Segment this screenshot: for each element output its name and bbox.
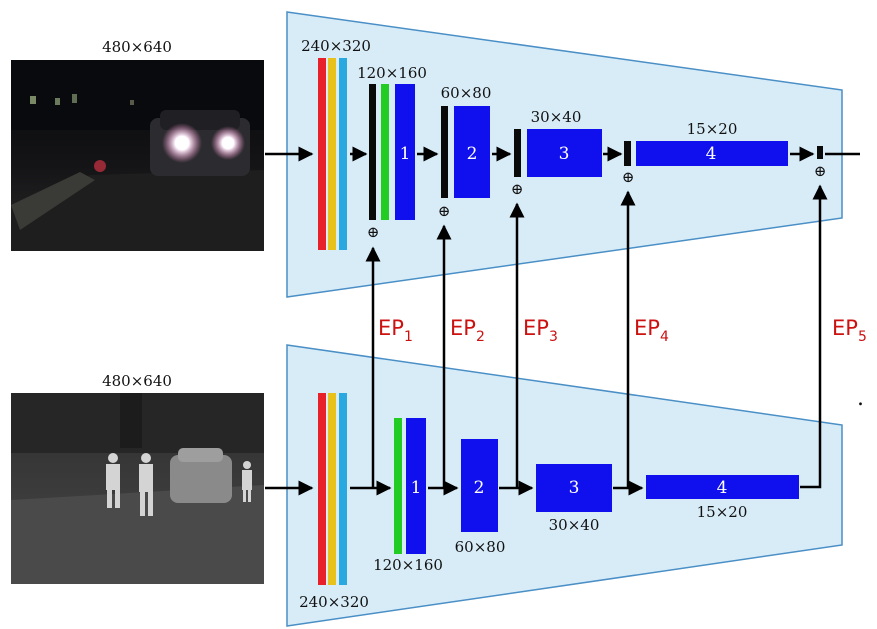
thermal-block2-size-label: 60×80: [455, 538, 506, 556]
ep5-arrow: [800, 184, 828, 489]
thermal-block3-size-label: 30×40: [549, 516, 600, 534]
rgb-fusion-bar-4: [624, 141, 631, 166]
ep2-index: 2: [476, 329, 485, 345]
ep5-letters: EP: [832, 316, 858, 340]
ep3-index: 3: [549, 329, 558, 345]
stray-dot: .: [857, 386, 864, 411]
fusion-add-symbol-2: ⊕: [438, 202, 451, 220]
rgb-block4-label: 4: [706, 144, 717, 164]
fusion-add-symbol-3: ⊕: [511, 180, 524, 198]
rgb-conv-size-label: 240×320: [301, 37, 371, 55]
thermal-block2: [461, 439, 498, 532]
rgb-fusion-bar-5: [817, 146, 823, 159]
thermal-block2-label: 2: [474, 478, 485, 498]
rgb-input-image: [11, 60, 264, 251]
ep5-index: 5: [858, 329, 867, 345]
thermal-block4: [646, 475, 799, 499]
thermal-conv-stack: [318, 393, 347, 585]
thermal-block3: [536, 464, 612, 512]
rgb-block2-label: 2: [467, 144, 478, 164]
thermal-block1: [406, 418, 426, 554]
rgb-block1-green-bar: [381, 84, 389, 220]
rgb-block1-label: 1: [400, 144, 411, 164]
ep1-index: 1: [404, 329, 413, 345]
ep-connections: [365, 184, 828, 489]
thermal-block4-size-label: 15×20: [697, 503, 748, 521]
ep3-letters: EP: [523, 316, 549, 340]
ep4-letters: EP: [634, 316, 660, 340]
ep5-label: EP5: [832, 316, 867, 345]
ep4-label: EP4: [634, 316, 669, 345]
rgb-block1: [395, 84, 415, 220]
rgb-block4: [636, 141, 788, 166]
thermal-block1-label: 1: [411, 478, 422, 498]
rgb-block3-size-label: 30×40: [531, 108, 582, 126]
rgb-block3-label: 3: [559, 144, 570, 164]
fusion-add-symbol-5: ⊕: [814, 162, 827, 180]
thermal-block4-label: 4: [717, 478, 728, 498]
thermal-conv-red: [318, 393, 326, 585]
thermal-conv-yellow: [328, 393, 336, 585]
thermal-block1-green-bar: [394, 418, 402, 554]
ep4-index: 4: [660, 329, 669, 345]
rgb-block1-size-label: 120×160: [357, 64, 427, 82]
rgb-conv-red: [318, 58, 326, 250]
thermal-block1-size-label: 120×160: [373, 556, 443, 574]
rgb-conv-yellow: [328, 58, 336, 250]
rgb-block2-size-label: 60×80: [441, 84, 492, 102]
ep1-letters: EP: [378, 316, 404, 340]
ep3-label: EP3: [523, 316, 558, 345]
rgb-conv-stack: [318, 58, 347, 250]
thermal-block3-label: 3: [569, 478, 580, 498]
ep2-label: EP2: [450, 316, 485, 345]
thermal-input-image: [11, 393, 264, 584]
fusion-add-symbol-1: ⊕: [367, 223, 380, 241]
rgb-block3: [527, 129, 602, 177]
fusion-add-symbol-4: ⊕: [622, 168, 635, 186]
rgb-input-size-label: 480×640: [102, 38, 172, 56]
ep2-letters: EP: [450, 316, 476, 340]
rgb-fusion-bar-1: [369, 84, 376, 220]
rgb-fusion-bar-3: [514, 129, 521, 177]
rgb-fusion-bar-2: [441, 106, 448, 198]
ep1-label: EP1: [378, 316, 413, 345]
thermal-input-size-label: 480×640: [102, 372, 172, 390]
thermal-conv-size-label: 240×320: [299, 593, 369, 611]
rgb-conv-cyan: [339, 58, 347, 250]
thermal-conv-cyan: [339, 393, 347, 585]
rgb-block2: [454, 106, 490, 198]
rgb-block4-size-label: 15×20: [687, 120, 738, 138]
